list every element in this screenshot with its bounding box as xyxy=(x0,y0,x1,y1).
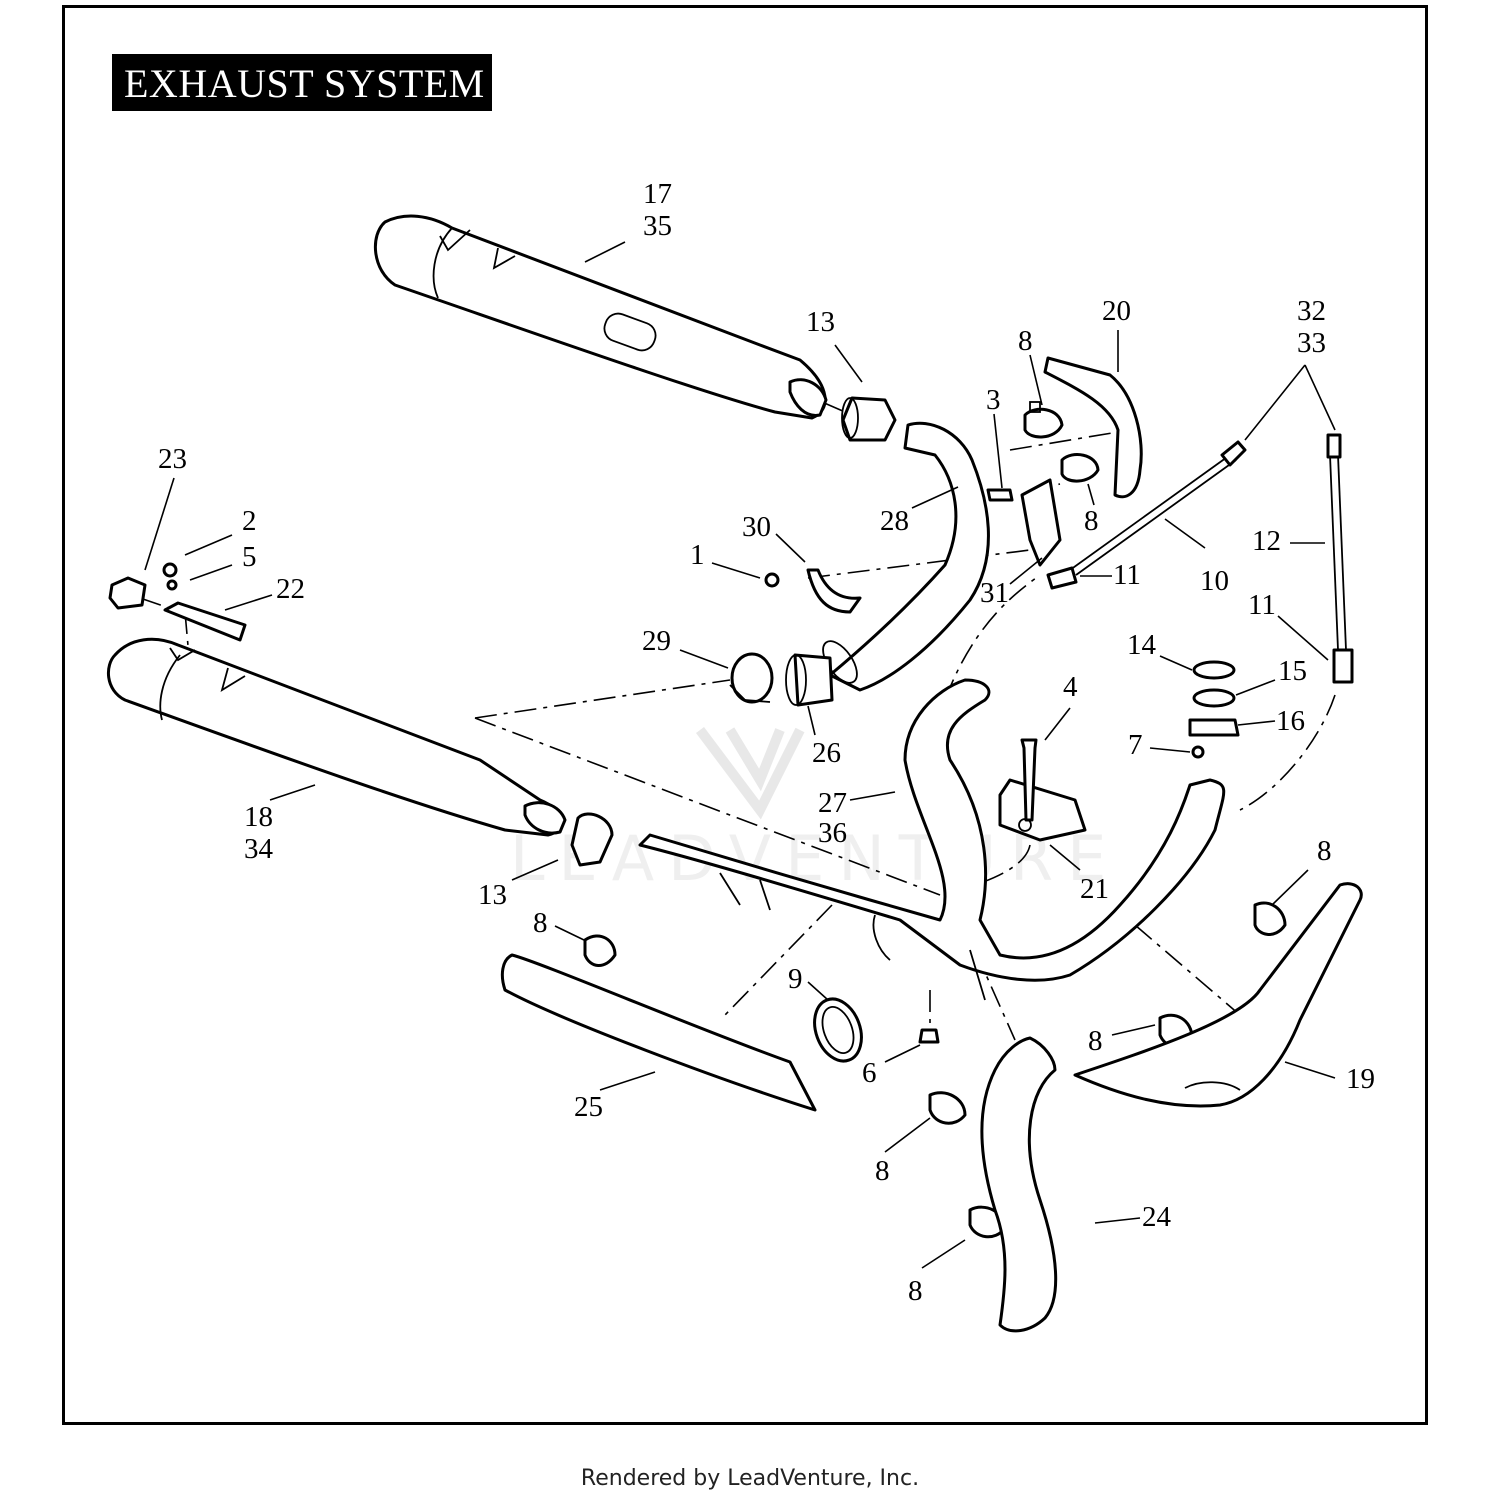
callout-3: 3 xyxy=(986,384,1001,416)
callout-32: 32 xyxy=(1297,295,1326,327)
callout-13: 13 xyxy=(806,306,835,338)
upper-muffler xyxy=(373,214,828,420)
callout-19: 19 xyxy=(1346,1063,1375,1095)
callout-15: 15 xyxy=(1278,655,1307,687)
rear-heat-shield xyxy=(1043,356,1143,499)
callout-12: 12 xyxy=(1252,525,1281,557)
bolt xyxy=(1020,738,1038,822)
hose-clamp xyxy=(1060,453,1100,483)
flange xyxy=(1188,718,1240,737)
washer xyxy=(166,579,178,591)
upper-clamp xyxy=(841,396,897,442)
callout-5: 5 xyxy=(242,541,257,573)
lower-clamp xyxy=(570,812,614,867)
callout-4: 4 xyxy=(1063,671,1078,703)
front-bracket xyxy=(998,778,1087,842)
callout-8: 8 xyxy=(533,907,548,939)
callout-2: 2 xyxy=(242,505,257,537)
lower-muffler xyxy=(106,637,567,837)
gasket xyxy=(785,653,834,707)
callout-10: 10 xyxy=(1200,565,1229,597)
callout-16: 16 xyxy=(1276,705,1305,737)
strap-bracket xyxy=(806,568,862,614)
callout-8: 8 xyxy=(908,1275,923,1307)
callout-8: 8 xyxy=(1088,1025,1103,1057)
callout-28: 28 xyxy=(880,505,909,537)
callout-31: 31 xyxy=(980,577,1009,609)
callout-26: 26 xyxy=(812,737,841,769)
callout-8: 8 xyxy=(1084,505,1099,537)
callout-7: 7 xyxy=(1128,729,1143,761)
callout-6: 6 xyxy=(862,1057,877,1089)
front-head-pipe xyxy=(638,678,1226,1001)
footer-credit: Rendered by LeadVenture, Inc. xyxy=(580,1466,920,1491)
screw xyxy=(764,572,780,588)
front-heat-shield xyxy=(500,953,817,1112)
callout-25: 25 xyxy=(574,1091,603,1123)
callout-11: 11 xyxy=(1113,559,1141,591)
lower-heat-shield xyxy=(1073,882,1363,1108)
gasket xyxy=(1192,660,1236,680)
callout-24: 24 xyxy=(1142,1201,1172,1233)
hose-clamp xyxy=(1253,901,1287,936)
hose-clamp xyxy=(1023,401,1064,439)
callout-8: 8 xyxy=(1317,835,1332,867)
callout-9: 9 xyxy=(788,963,803,995)
callout-17: 17 xyxy=(643,178,672,210)
nut xyxy=(918,1028,940,1044)
band-clamp xyxy=(813,997,863,1063)
callout-23: 23 xyxy=(158,443,187,475)
title-box: EXHAUST SYSTEM xyxy=(112,54,492,111)
callout-11: 11 xyxy=(1248,589,1276,621)
callout-27: 27 xyxy=(818,787,847,819)
leader-lines xyxy=(144,241,1336,1269)
exhaust-clamp xyxy=(729,652,774,704)
page-title: EXHAUST SYSTEM xyxy=(124,61,485,106)
hose-clamp xyxy=(928,1091,967,1125)
callout-22: 22 xyxy=(276,573,305,605)
mount-plate xyxy=(163,601,247,642)
callout-33: 33 xyxy=(1297,327,1326,359)
callout-21: 21 xyxy=(1080,873,1109,905)
callout-14: 14 xyxy=(1127,629,1157,661)
callout-8: 8 xyxy=(875,1155,890,1187)
mount-bracket xyxy=(108,576,147,610)
callout-8: 8 xyxy=(1018,325,1033,357)
oxygen-sensor xyxy=(1326,433,1354,684)
callouts: 17 35 13 20 8 3 8 32 33 23 2 5 22 30 28 … xyxy=(158,178,1375,1307)
callout-20: 20 xyxy=(1102,295,1131,327)
callout-29: 29 xyxy=(642,625,671,657)
callout-18: 18 xyxy=(244,801,273,833)
rear-head-pipe xyxy=(822,421,990,692)
callout-34: 34 xyxy=(244,833,274,865)
gasket xyxy=(1192,688,1236,708)
oxygen-sensor xyxy=(1046,440,1247,590)
nut xyxy=(1191,745,1205,759)
hose-clamp xyxy=(583,934,617,967)
bolt xyxy=(986,488,1014,502)
bracket xyxy=(1020,478,1062,567)
callout-35: 35 xyxy=(643,210,672,242)
head-pipe-heat-shield xyxy=(980,1036,1058,1333)
callout-13: 13 xyxy=(478,879,507,911)
callout-36: 36 xyxy=(818,817,847,849)
screw xyxy=(162,562,178,578)
callout-30: 30 xyxy=(742,511,771,543)
callout-1: 1 xyxy=(690,539,705,571)
diagram-frame xyxy=(62,5,1428,1425)
